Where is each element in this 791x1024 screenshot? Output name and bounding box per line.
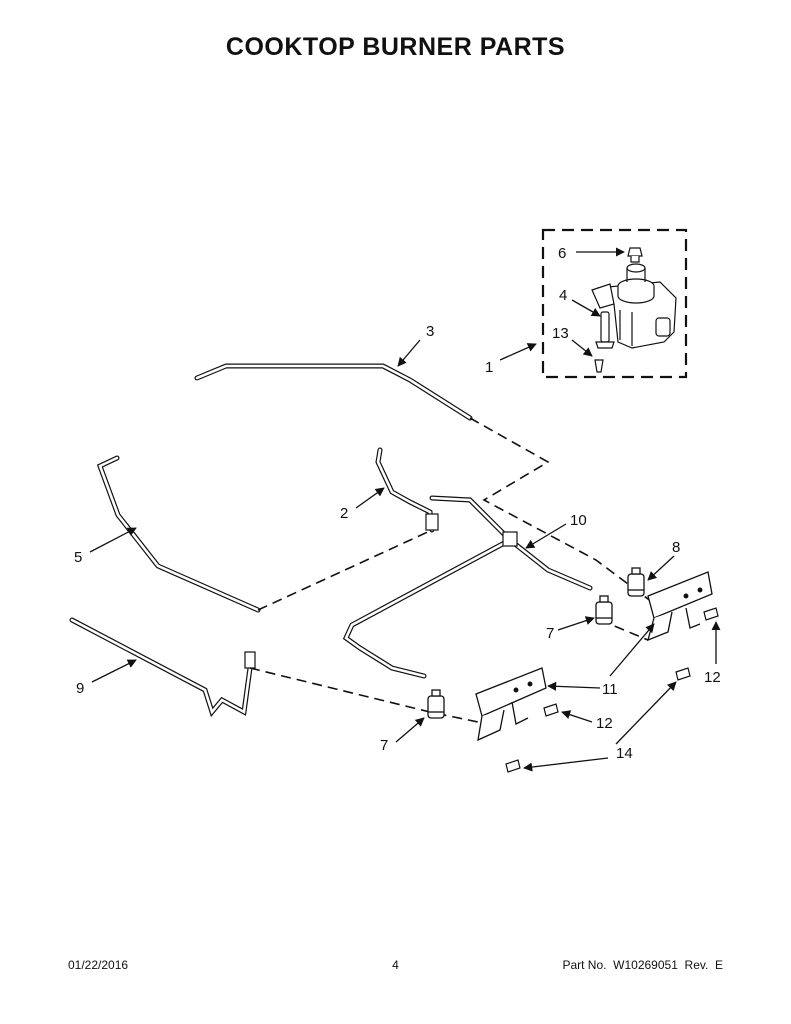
orifice-part: [627, 247, 643, 263]
burner-base-part: [591, 263, 677, 349]
callout-12-upper: 12: [704, 669, 721, 686]
callout-6: 6: [558, 245, 566, 262]
leader-lines: [89, 247, 721, 772]
footer-part-number: Part No. W10269051 Rev. E: [562, 958, 723, 972]
footer-date: 01/22/2016: [68, 958, 129, 972]
callout-9: 9: [76, 680, 84, 697]
bracket-part-11-upper: [647, 571, 713, 642]
valve-part-8: [627, 567, 645, 597]
callout-4: 4: [559, 287, 567, 304]
callout-7-lower: 7: [380, 737, 388, 754]
bracket-part-11-lower: [475, 667, 547, 742]
callout-3: 3: [426, 323, 434, 340]
callout-7-upper: 7: [546, 625, 554, 642]
callout-1: 1: [485, 359, 493, 376]
callout-11-lower: 11: [602, 681, 618, 698]
callout-2: 2: [340, 505, 348, 522]
footer-page-number: 4: [392, 958, 399, 972]
page-title: COOKTOP BURNER PARTS: [225, 33, 566, 61]
callout-8: 8: [672, 539, 680, 556]
callout-10: 10: [570, 512, 587, 529]
screws: [505, 607, 719, 773]
burner-tube-2: [375, 447, 435, 533]
callout-5: 5: [74, 549, 82, 566]
valve-part-7-upper: [595, 595, 613, 625]
screw-part: [594, 359, 604, 373]
inset-box: [541, 228, 688, 379]
valve-part-7-lower: [427, 689, 445, 719]
callout-13: 13: [552, 325, 569, 342]
callout-12-lower: 12: [596, 715, 613, 732]
callout-14: 14: [616, 745, 633, 762]
spud-part: [595, 311, 615, 349]
